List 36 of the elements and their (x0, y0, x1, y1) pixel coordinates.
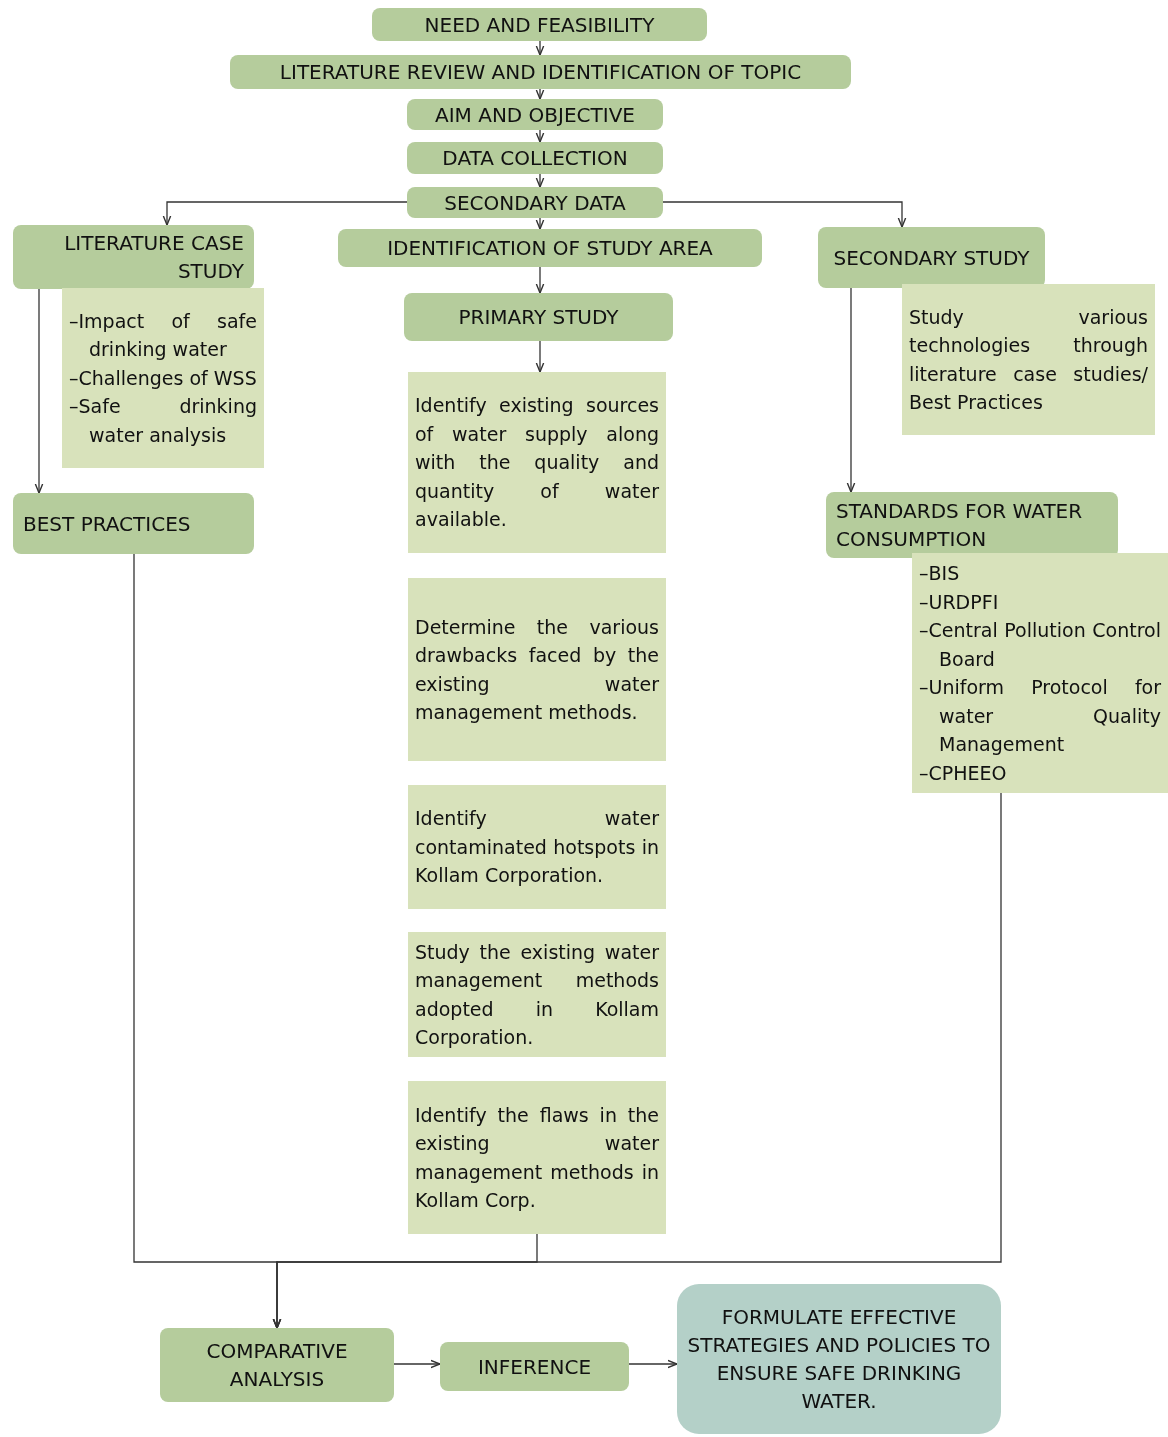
outcome-box: FORMULATE EFFECTIVE STRATEGIES AND POLICIES TO ENSURE SAFE DRINKING WATER. (677, 1284, 1001, 1434)
process-box: DATA COLLECTION (407, 142, 663, 174)
process-box: SECONDARY DATA (407, 187, 663, 218)
arrow (34, 288, 44, 494)
process-box: STANDARDS FOR WATER CONSUMPTION (826, 492, 1118, 558)
arrow (535, 88, 545, 100)
process-box: NEED AND FEASIBILITY (372, 8, 707, 41)
arrow (393, 1359, 441, 1369)
process-box: LITERATURE CASE STUDY (13, 225, 254, 289)
arrow (535, 266, 545, 294)
arrow (662, 201, 907, 228)
arrow (535, 173, 545, 188)
process-box: COMPARATIVE ANALYSIS (160, 1328, 394, 1402)
note-box: Identify water contaminated hotspots in Kollam Corporation. (408, 785, 666, 909)
arrow (535, 340, 545, 373)
note-box: Determine the various drawbacks faced by the existing water management methods. (408, 578, 666, 761)
note-box: Study various technologies through literature case studies/ Best Practices (902, 284, 1155, 435)
arrow (628, 1359, 678, 1369)
process-box: AIM AND OBJECTIVE (407, 99, 663, 130)
process-box: INFERENCE (440, 1342, 629, 1391)
process-box: SECONDARY STUDY (818, 227, 1045, 288)
note-box: Study the existing water management methods adopted in Kollam Corporation. (408, 932, 666, 1057)
arrow (846, 287, 856, 493)
note-box: –BIS –URDPFI –Central Pollution Control Board –Uniform Protocol for water Quality Management –CPHEEO (912, 553, 1168, 793)
process-box: LITERATURE REVIEW AND IDENTIFICATION OF TOPIC (230, 55, 851, 89)
arrow (535, 217, 545, 230)
arrow (535, 40, 545, 56)
arrow (162, 201, 408, 226)
process-box: BEST PRACTICES (13, 493, 254, 554)
arrow (272, 792, 1002, 1329)
process-box: IDENTIFICATION OF STUDY AREA (338, 229, 762, 267)
arrow (535, 129, 545, 143)
note-box: –Impact of safe drinking water –Challenges of WSS –Safe drinking water analysis (62, 288, 264, 468)
note-box: Identify existing sources of water supply along with the quality and quantity of water available. (408, 372, 666, 553)
note-box: Identify the flaws in the existing water management methods in Kollam Corp. (408, 1081, 666, 1234)
process-box: PRIMARY STUDY (404, 293, 673, 341)
